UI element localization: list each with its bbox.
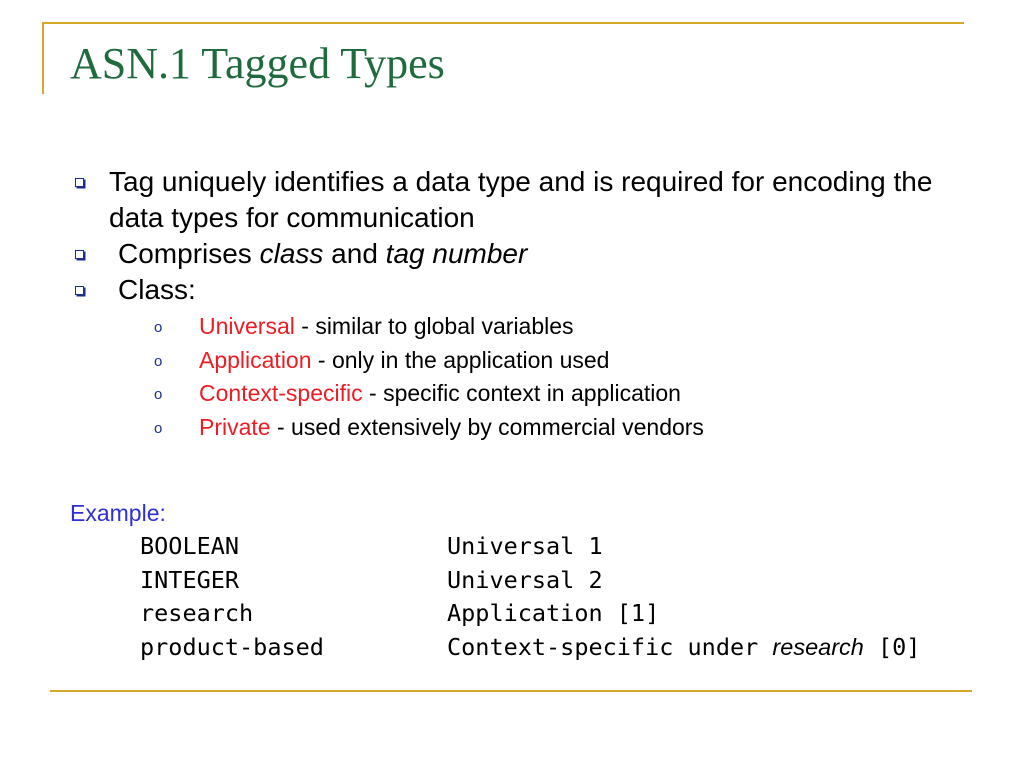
class-sub-list: o Universal - similar to global variable… (118, 310, 972, 444)
bullet-emphasis-tag-number: tag number (385, 238, 528, 269)
sub-item-context-specific: o Context-specific - specific context in… (118, 377, 972, 411)
bullet-text: Tag uniquely identifies a data type and … (109, 166, 933, 233)
class-term: Context-specific (199, 380, 363, 406)
bullet-tag-definition: Tag uniquely identifies a data type and … (72, 164, 972, 236)
example-label: Example: (70, 500, 166, 526)
type-cell: product-based (140, 633, 324, 662)
bullet-class: Class: o Universal - similar to global v… (72, 272, 972, 444)
sub-item-private: o Private - used extensively by commerci… (118, 411, 972, 445)
table-row: research Application [1] (140, 597, 920, 631)
tag-emphasis: research (772, 634, 864, 661)
square-bullet-icon (75, 178, 84, 187)
tag-prefix: Context-specific under (447, 633, 773, 662)
class-description: - used extensively by commercial vendors (270, 413, 704, 440)
bullet-text-middle: and (323, 238, 386, 269)
table-row: product-based Context-specific under res… (140, 631, 920, 665)
class-term: Private (199, 413, 271, 440)
sub-item-application: o Application - only in the application … (118, 344, 972, 378)
bullet-text-prefix: Comprises (118, 238, 260, 269)
type-cell: INTEGER (140, 565, 240, 594)
bullet-list: Tag uniquely identifies a data type and … (72, 164, 972, 444)
frame-left-line (42, 22, 44, 94)
frame-bottom-line (50, 690, 972, 692)
circle-bullet-icon: o (154, 319, 163, 336)
class-term: Universal (199, 313, 295, 339)
table-row: INTEGER Universal 2 (140, 564, 920, 598)
class-description: - only in the application used (311, 346, 610, 373)
square-bullet-icon (75, 250, 84, 259)
table-row: BOOLEAN Universal 1 (140, 530, 920, 564)
sub-item-universal: o Universal - similar to global variable… (118, 310, 972, 344)
tag-cell: Context-specific under research [0] (447, 631, 920, 665)
bullet-emphasis-class: class (259, 238, 324, 269)
example-table: BOOLEAN Universal 1 INTEGER Universal 2 … (140, 530, 920, 665)
square-bullet-icon (75, 286, 84, 295)
bullet-comprises: Comprises class and tag number (72, 236, 972, 272)
class-term: Application (199, 346, 312, 373)
type-cell: research (140, 599, 254, 628)
tag-cell: Universal 2 (447, 565, 603, 594)
class-description: - specific context in application (362, 380, 681, 406)
tag-suffix: [0] (863, 633, 921, 662)
circle-bullet-icon: o (154, 352, 163, 370)
class-description: - similar to global variables (294, 313, 574, 339)
tag-cell: Application [1] (447, 599, 660, 628)
circle-bullet-icon: o (154, 386, 163, 403)
circle-bullet-icon: o (154, 419, 163, 437)
tag-cell: Universal 1 (447, 532, 603, 560)
frame-top-line (42, 22, 964, 24)
slide-title: ASN.1 Tagged Types (70, 39, 445, 88)
bullet-text: Class: (118, 274, 196, 305)
type-cell: BOOLEAN (140, 532, 240, 560)
